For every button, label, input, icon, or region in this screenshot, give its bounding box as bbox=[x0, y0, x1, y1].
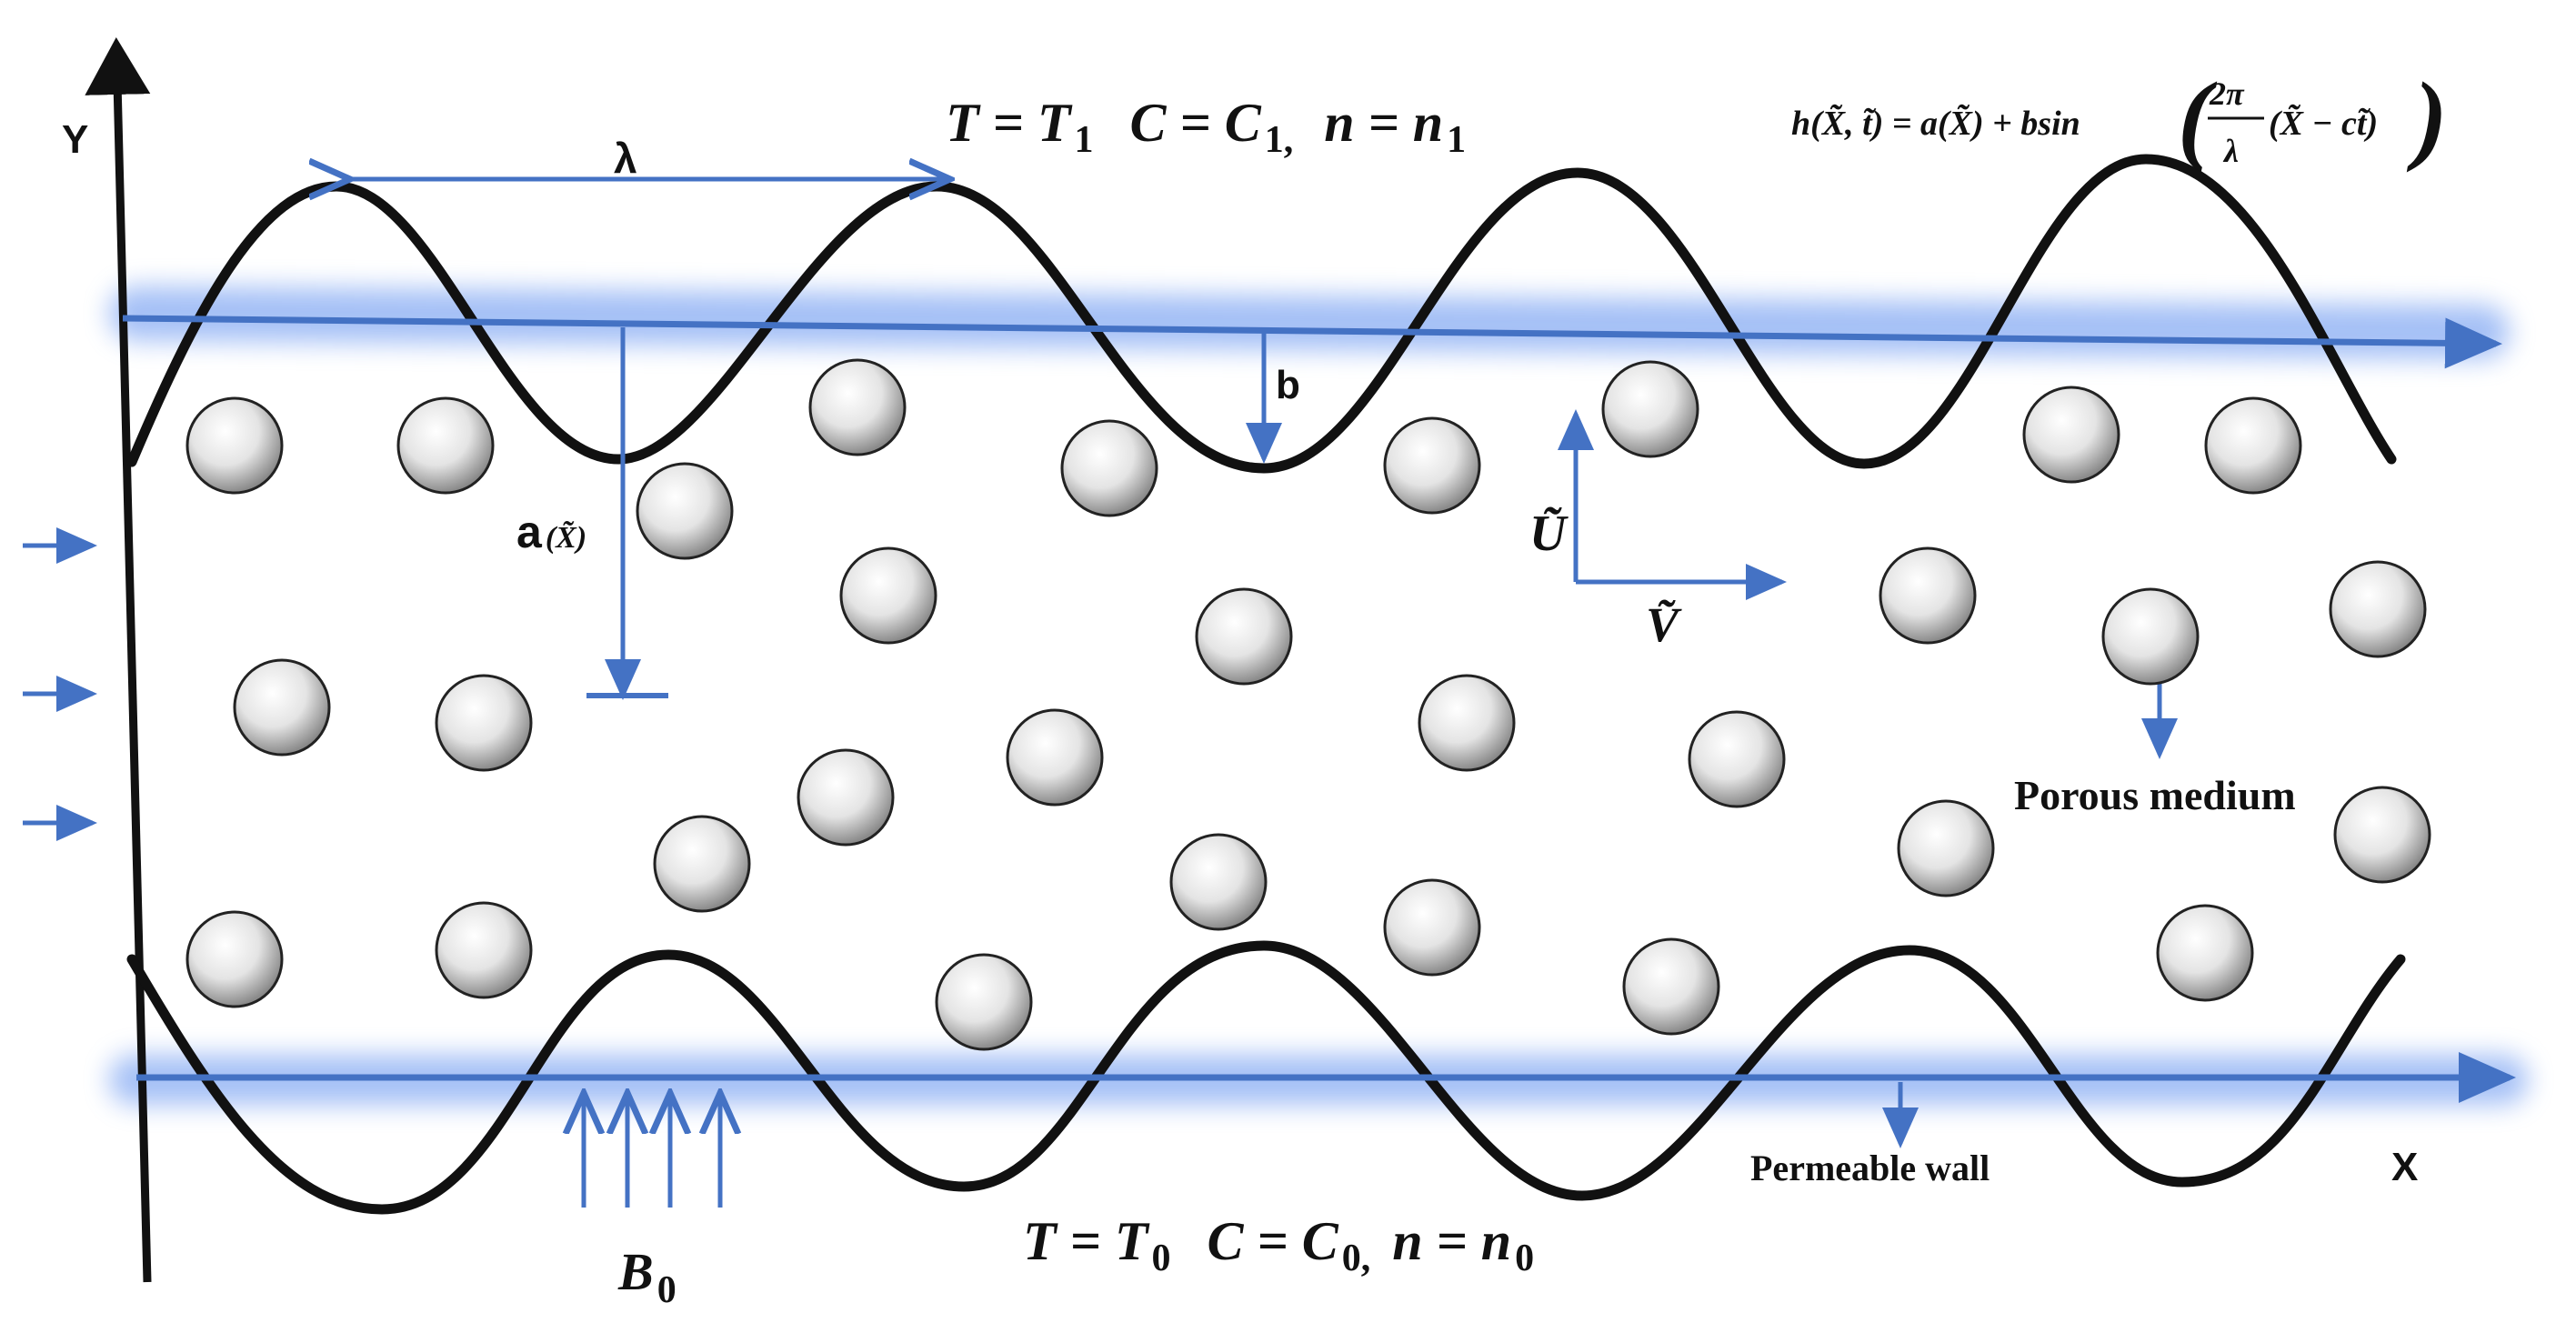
top-boundary-condition: T = T 1 C = C 1, n = n 1 bbox=[946, 93, 1466, 161]
particle bbox=[636, 462, 734, 560]
lower-wall-wave bbox=[126, 940, 2406, 1215]
magnetic-field-arrows bbox=[584, 1097, 720, 1208]
a-label: a (X̃) bbox=[516, 506, 586, 557]
equation-tail: (X̃ − ct̃) bbox=[2269, 105, 2378, 143]
particle bbox=[1897, 799, 1995, 897]
v-tilde-label: Ṽ bbox=[1646, 597, 1682, 652]
top-n-sub: 1 bbox=[1447, 119, 1466, 161]
particle bbox=[435, 901, 533, 999]
top-n: n = n bbox=[1324, 93, 1443, 153]
particle bbox=[1169, 833, 1268, 931]
u-tilde-label: Ũ bbox=[1529, 506, 1569, 562]
particle bbox=[1383, 416, 1481, 515]
particle bbox=[1601, 360, 1699, 458]
a-label-arg: (X̃) bbox=[546, 521, 586, 555]
b0-label-sub: 0 bbox=[657, 1269, 677, 1311]
particle bbox=[797, 748, 895, 847]
particle bbox=[2329, 560, 2427, 658]
particle bbox=[396, 396, 495, 495]
x-axis-label: X bbox=[2391, 1145, 2418, 1189]
equation-lhs: h(X̃, t̃) = a(X̃) + bsin bbox=[1791, 105, 2080, 143]
particle bbox=[2101, 587, 2200, 686]
particle bbox=[1060, 419, 1158, 517]
particle bbox=[1195, 587, 1293, 686]
inflow-arrows bbox=[23, 527, 97, 841]
particle bbox=[233, 658, 331, 757]
upper-boundary-arrow bbox=[122, 315, 2502, 369]
particle bbox=[1879, 546, 1977, 645]
equation-frac-num: 2π bbox=[2209, 75, 2245, 112]
permeable-wall-label: Permeable wall bbox=[1750, 1148, 1990, 1188]
top-t-sub: 1 bbox=[1075, 119, 1094, 161]
particle bbox=[1006, 708, 1104, 807]
particle bbox=[1418, 674, 1516, 772]
top-t: T = T bbox=[946, 93, 1073, 153]
particle bbox=[2333, 786, 2431, 884]
bottom-t: T = T bbox=[1023, 1211, 1150, 1271]
y-axis-label: Y bbox=[62, 117, 88, 162]
particle bbox=[185, 396, 284, 495]
bottom-c-sub: 0, bbox=[1342, 1238, 1371, 1279]
particle bbox=[935, 953, 1033, 1051]
particle bbox=[2022, 386, 2120, 484]
b0-label: B 0 bbox=[617, 1242, 677, 1311]
particle bbox=[1383, 878, 1481, 977]
particle bbox=[2156, 904, 2254, 1002]
particle bbox=[1688, 710, 1786, 808]
porous-particles bbox=[185, 358, 2431, 1051]
upper-glow-band bbox=[109, 286, 2510, 360]
particle bbox=[839, 546, 937, 645]
bottom-c: C = C bbox=[1208, 1211, 1339, 1271]
b0-label-main: B bbox=[617, 1242, 654, 1301]
bottom-t-sub: 0 bbox=[1152, 1238, 1171, 1279]
bottom-boundary-condition: T = T 0 C = C 0, n = n 0 bbox=[1023, 1211, 1534, 1279]
lambda-label: λ bbox=[614, 135, 637, 182]
particle bbox=[2204, 396, 2302, 495]
top-c-sub: 1, bbox=[1265, 119, 1294, 161]
upper-wall-wave bbox=[126, 154, 2397, 474]
particle bbox=[653, 815, 751, 913]
top-c: C = C bbox=[1130, 93, 1262, 153]
b-label: b bbox=[1276, 363, 1300, 407]
bottom-n: n = n bbox=[1392, 1211, 1511, 1271]
a-label-main: a bbox=[516, 506, 543, 557]
porous-medium-label: Porous medium bbox=[2014, 772, 2296, 818]
particle bbox=[1622, 937, 1720, 1036]
bottom-n-sub: 0 bbox=[1515, 1238, 1534, 1279]
wall-equation: h(X̃, t̃) = a(X̃) + bsin ( 2π λ (X̃ − ct… bbox=[1791, 62, 2448, 173]
particle bbox=[808, 358, 907, 456]
particle bbox=[185, 910, 284, 1008]
equation-frac-den: λ bbox=[2222, 133, 2239, 169]
particle bbox=[435, 674, 533, 772]
paren-close: ) bbox=[2406, 62, 2448, 173]
